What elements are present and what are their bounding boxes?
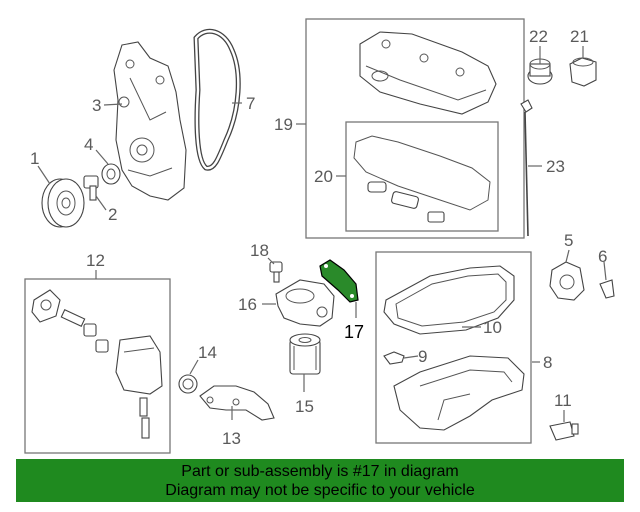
callout-16: 16	[238, 295, 257, 314]
callout-6: 6	[598, 247, 607, 266]
oil-filler-cap-part	[527, 58, 553, 85]
o-ring-part	[178, 374, 198, 394]
oil-pan-part	[393, 355, 525, 431]
gasket-kit-box	[345, 121, 499, 232]
callout-15: 15	[295, 397, 314, 416]
callout-4: 4	[84, 135, 93, 154]
callout-2: 2	[108, 205, 117, 224]
callout-3: 3	[92, 96, 101, 115]
dipstick-part	[520, 99, 533, 237]
oil-pan-gasket-part	[383, 265, 515, 335]
crank-pulley-part	[41, 178, 85, 228]
pulley-bolt-part	[83, 175, 99, 201]
callout-19: 19	[274, 115, 293, 134]
callout-5: 5	[564, 231, 573, 250]
oil-filter-part	[289, 333, 321, 375]
callout-21: 21	[570, 27, 589, 46]
callout-17: 17	[344, 322, 364, 342]
callout-11: 11	[554, 391, 572, 410]
callout-1: 1	[30, 149, 39, 168]
callout-20: 20	[314, 167, 333, 186]
callout-12: 12	[86, 251, 105, 270]
callout-18: 18	[250, 241, 269, 260]
callout-10: 10	[483, 318, 502, 337]
leader-lines	[37, 46, 607, 422]
notice-line-1: Part or sub-assembly is #17 in diagram	[181, 463, 459, 480]
front-seal-part	[101, 163, 121, 185]
housing-bolt-part	[269, 261, 283, 283]
oil-pump-part	[31, 289, 163, 439]
callout-22: 22	[529, 27, 548, 46]
callout-7: 7	[246, 94, 255, 113]
drain-plug-part	[549, 421, 579, 441]
cover-part-5	[549, 261, 585, 301]
valve-cover-part	[359, 31, 497, 115]
seal-part-9	[383, 351, 405, 365]
callout-8: 8	[543, 353, 552, 372]
oil-filter-housing-part	[275, 279, 335, 327]
valve-cover-gasket-part	[353, 135, 491, 223]
notice-banner: Part or sub-assembly is #17 in diagram D…	[16, 459, 624, 502]
callout-13: 13	[222, 429, 241, 448]
callout-14: 14	[198, 343, 217, 362]
timing-cover-part	[113, 41, 187, 201]
callout-23: 23	[546, 157, 565, 176]
breather-part	[569, 57, 597, 87]
timing-chain-part	[193, 28, 241, 171]
highlighted-part-17	[319, 259, 359, 303]
baffle-part	[199, 385, 275, 421]
bracket-part-6	[599, 279, 615, 299]
callout-9: 9	[418, 347, 427, 366]
notice-line-2: Diagram may not be specific to your vehi…	[165, 482, 475, 499]
